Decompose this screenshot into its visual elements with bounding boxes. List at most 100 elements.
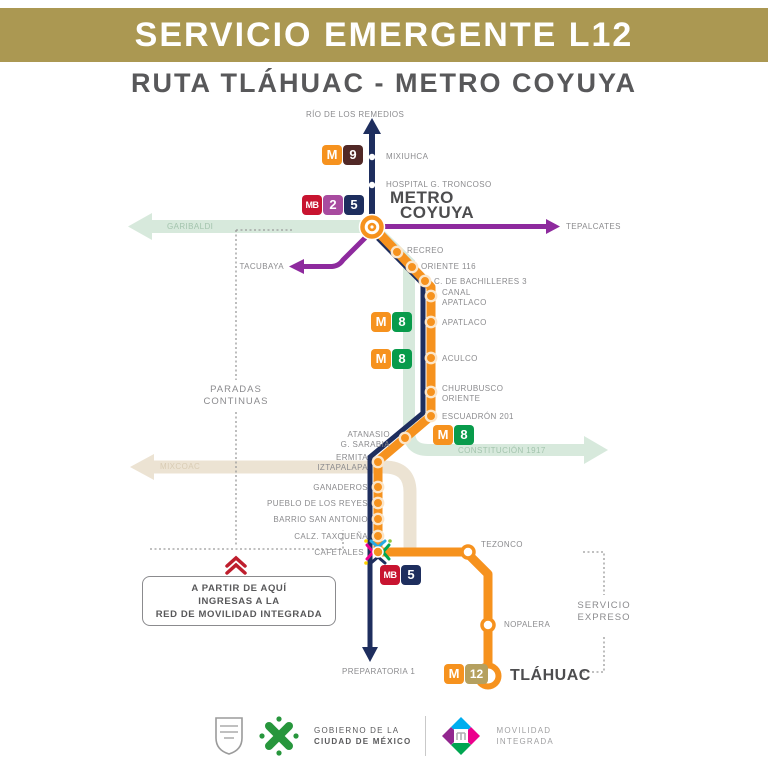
station-label-tezonco: TEZONCO bbox=[481, 540, 523, 549]
gobierno-text: GOBIERNO DE LA CIUDAD DE MÉXICO bbox=[314, 725, 411, 747]
metrobus-line2-badge: 2 bbox=[323, 195, 343, 215]
station-label-canal-apatlaco: CANAL APATLACO bbox=[442, 288, 487, 308]
metrobus-logo-badge: MB bbox=[380, 565, 400, 585]
station-dot-barrio bbox=[371, 512, 385, 526]
station-label-ermita: ERMITA IZTAPALAPA bbox=[317, 453, 368, 473]
direction-rio-remedios: RÍO DE LOS REMEDIOS bbox=[306, 110, 405, 119]
station-dot-apatlaco bbox=[424, 315, 438, 329]
footer: GOBIERNO DE LA CIUDAD DE MÉXICO MOVILIDA… bbox=[0, 708, 768, 764]
direction-preparatoria: PREPARATORIA 1 bbox=[342, 667, 416, 676]
metro-logo-badge: M bbox=[444, 664, 464, 684]
station-label-nopalera: NOPALERA bbox=[504, 620, 551, 629]
garibaldi-arrow-icon bbox=[128, 213, 152, 240]
station-label-oriente116: ORIENTE 116 bbox=[421, 262, 476, 271]
station-label-cafetales: CAFETALES bbox=[314, 548, 364, 557]
movilidad-text: MOVILIDAD INTEGRADA bbox=[496, 725, 553, 747]
canal-line1: CANAL bbox=[442, 288, 471, 297]
station-label-taxquena: CALZ. TAXQUEÑA bbox=[294, 532, 368, 541]
station-dot-taxquena bbox=[371, 529, 385, 543]
movilidad-integrada-logo-icon bbox=[442, 717, 481, 755]
paradas-line2: CONTINUAS bbox=[203, 396, 269, 407]
station-label-mixiuhca: MIXIUHCA bbox=[386, 152, 429, 161]
station-label-atanasio: ATANASIO G. SARABIA bbox=[341, 430, 390, 450]
station-dot-escuadron bbox=[424, 409, 438, 423]
ermita-line1: ERMITA bbox=[335, 453, 368, 462]
metrobus-line5-badge: 5 bbox=[344, 195, 364, 215]
station-dot-atanasio bbox=[398, 431, 412, 445]
station-label-apatlaco: APATLACO bbox=[442, 318, 487, 327]
station-label-hospital: HOSPITAL G. TRONCOSO bbox=[386, 180, 492, 189]
gobierno-line2: CIUDAD DE MÉXICO bbox=[314, 737, 412, 746]
direction-tacubaya: TACUBAYA bbox=[239, 262, 284, 271]
movilidad-line2: INTEGRADA bbox=[496, 737, 554, 746]
station-dot-canal-apatlaco bbox=[424, 289, 438, 303]
movilidad-line1: MOVILIDAD bbox=[496, 726, 552, 735]
metro-coyuya-line1: METRO bbox=[390, 188, 454, 207]
station-dot-oriente116 bbox=[405, 260, 419, 274]
cafetales-integration-icon bbox=[364, 539, 392, 565]
footer-divider bbox=[425, 716, 427, 756]
route-title: RUTA TLÁHUAC - METRO COYUYA bbox=[131, 68, 637, 98]
station-dot-bachilleres bbox=[418, 274, 432, 288]
paradas-line1: PARADAS bbox=[210, 384, 262, 395]
metrobus2-line-west bbox=[303, 226, 377, 269]
station-label-escuadron: ESCUADRÓN 201 bbox=[442, 412, 514, 421]
direction-garibaldi: GARIBALDI bbox=[167, 222, 214, 231]
station-dot-ermita bbox=[371, 455, 385, 469]
expreso-line1: SERVICIO bbox=[577, 600, 631, 611]
ermita-line2: IZTAPALAPA bbox=[317, 463, 368, 472]
cdmx-x-logo-icon bbox=[259, 716, 299, 756]
servicio-expreso-note: SERVICIO EXPRESO bbox=[564, 600, 644, 624]
station-label-aculco: ACULCO bbox=[442, 354, 478, 363]
constitucion-arrow-icon bbox=[584, 436, 608, 464]
metro-logo-badge: M bbox=[371, 312, 391, 332]
station-dot-recreo bbox=[390, 245, 404, 259]
paradas-dashed-guides bbox=[150, 229, 344, 550]
chevron-up-icon bbox=[225, 555, 247, 575]
integration-callout-box: A PARTIR DE AQUÍ INGRESAS A LA RED DE MO… bbox=[142, 576, 336, 626]
line8-badge: 8 bbox=[392, 312, 412, 332]
callout-line1: A PARTIR DE AQUÍ bbox=[191, 582, 287, 594]
station-dot-nopalera bbox=[480, 617, 496, 633]
metro-coyuya-line2: COYUYA bbox=[400, 203, 475, 222]
cdmx-shield-icon bbox=[215, 717, 243, 755]
expreso-line2: EXPRESO bbox=[577, 612, 631, 623]
mixcoac-line bbox=[152, 460, 417, 550]
direction-tepalcates: TEPALCATES bbox=[566, 222, 621, 231]
churubusco-line1: CHURUBUSCO bbox=[442, 384, 504, 393]
expreso-dashed-bracket bbox=[583, 551, 605, 673]
preparatoria-arrow-icon bbox=[362, 647, 378, 662]
station-label-barrio: BARRIO SAN ANTONIO bbox=[273, 515, 368, 524]
banner: SERVICIO EMERGENTE L12 bbox=[0, 8, 768, 62]
station-label-churubusco: CHURUBUSCO ORIENTE bbox=[442, 384, 503, 404]
metro-logo-badge: M bbox=[433, 425, 453, 445]
station-dot-hospital bbox=[368, 181, 376, 189]
direction-constitucion: CONSTITUCIÓN 1917 bbox=[458, 446, 546, 455]
continuous-stop-dots bbox=[371, 245, 438, 543]
station-dot-mixiuhca bbox=[368, 153, 376, 161]
mixcoac-arrow-icon bbox=[130, 454, 154, 480]
station-label-recreo: RECREO bbox=[407, 246, 444, 255]
callout-line2: INGRESAS A LA bbox=[198, 595, 280, 607]
station-label-metro-coyuya: METRO COYUYA bbox=[390, 188, 475, 222]
station-label-tlahuac: TLÁHUAC bbox=[510, 667, 591, 684]
station-dot-aculco bbox=[424, 351, 438, 365]
direction-mixcoac: MIXCOAC bbox=[160, 462, 201, 471]
station-dot-pueblo bbox=[371, 496, 385, 510]
gobierno-line1: GOBIERNO DE LA bbox=[314, 726, 400, 735]
line8-badge: 8 bbox=[392, 349, 412, 369]
line9-badge: 9 bbox=[343, 145, 363, 165]
atanasio-line2: G. SARABIA bbox=[340, 440, 390, 449]
metro-logo-badge: M bbox=[322, 145, 342, 165]
metrobus-line5-badge: 5 bbox=[401, 565, 421, 585]
metro-coyuya-junction-marker bbox=[358, 213, 386, 241]
tepalcates-arrow-icon bbox=[546, 219, 560, 234]
line8-badge: 8 bbox=[454, 425, 474, 445]
rio-remedios-arrow-icon bbox=[363, 118, 381, 134]
churubusco-line2: ORIENTE bbox=[442, 394, 481, 403]
paradas-continuas-note: PARADAS CONTINUAS bbox=[191, 384, 281, 408]
metrobus-logo-badge: MB bbox=[302, 195, 322, 215]
line12-badge: 12 bbox=[465, 664, 488, 684]
